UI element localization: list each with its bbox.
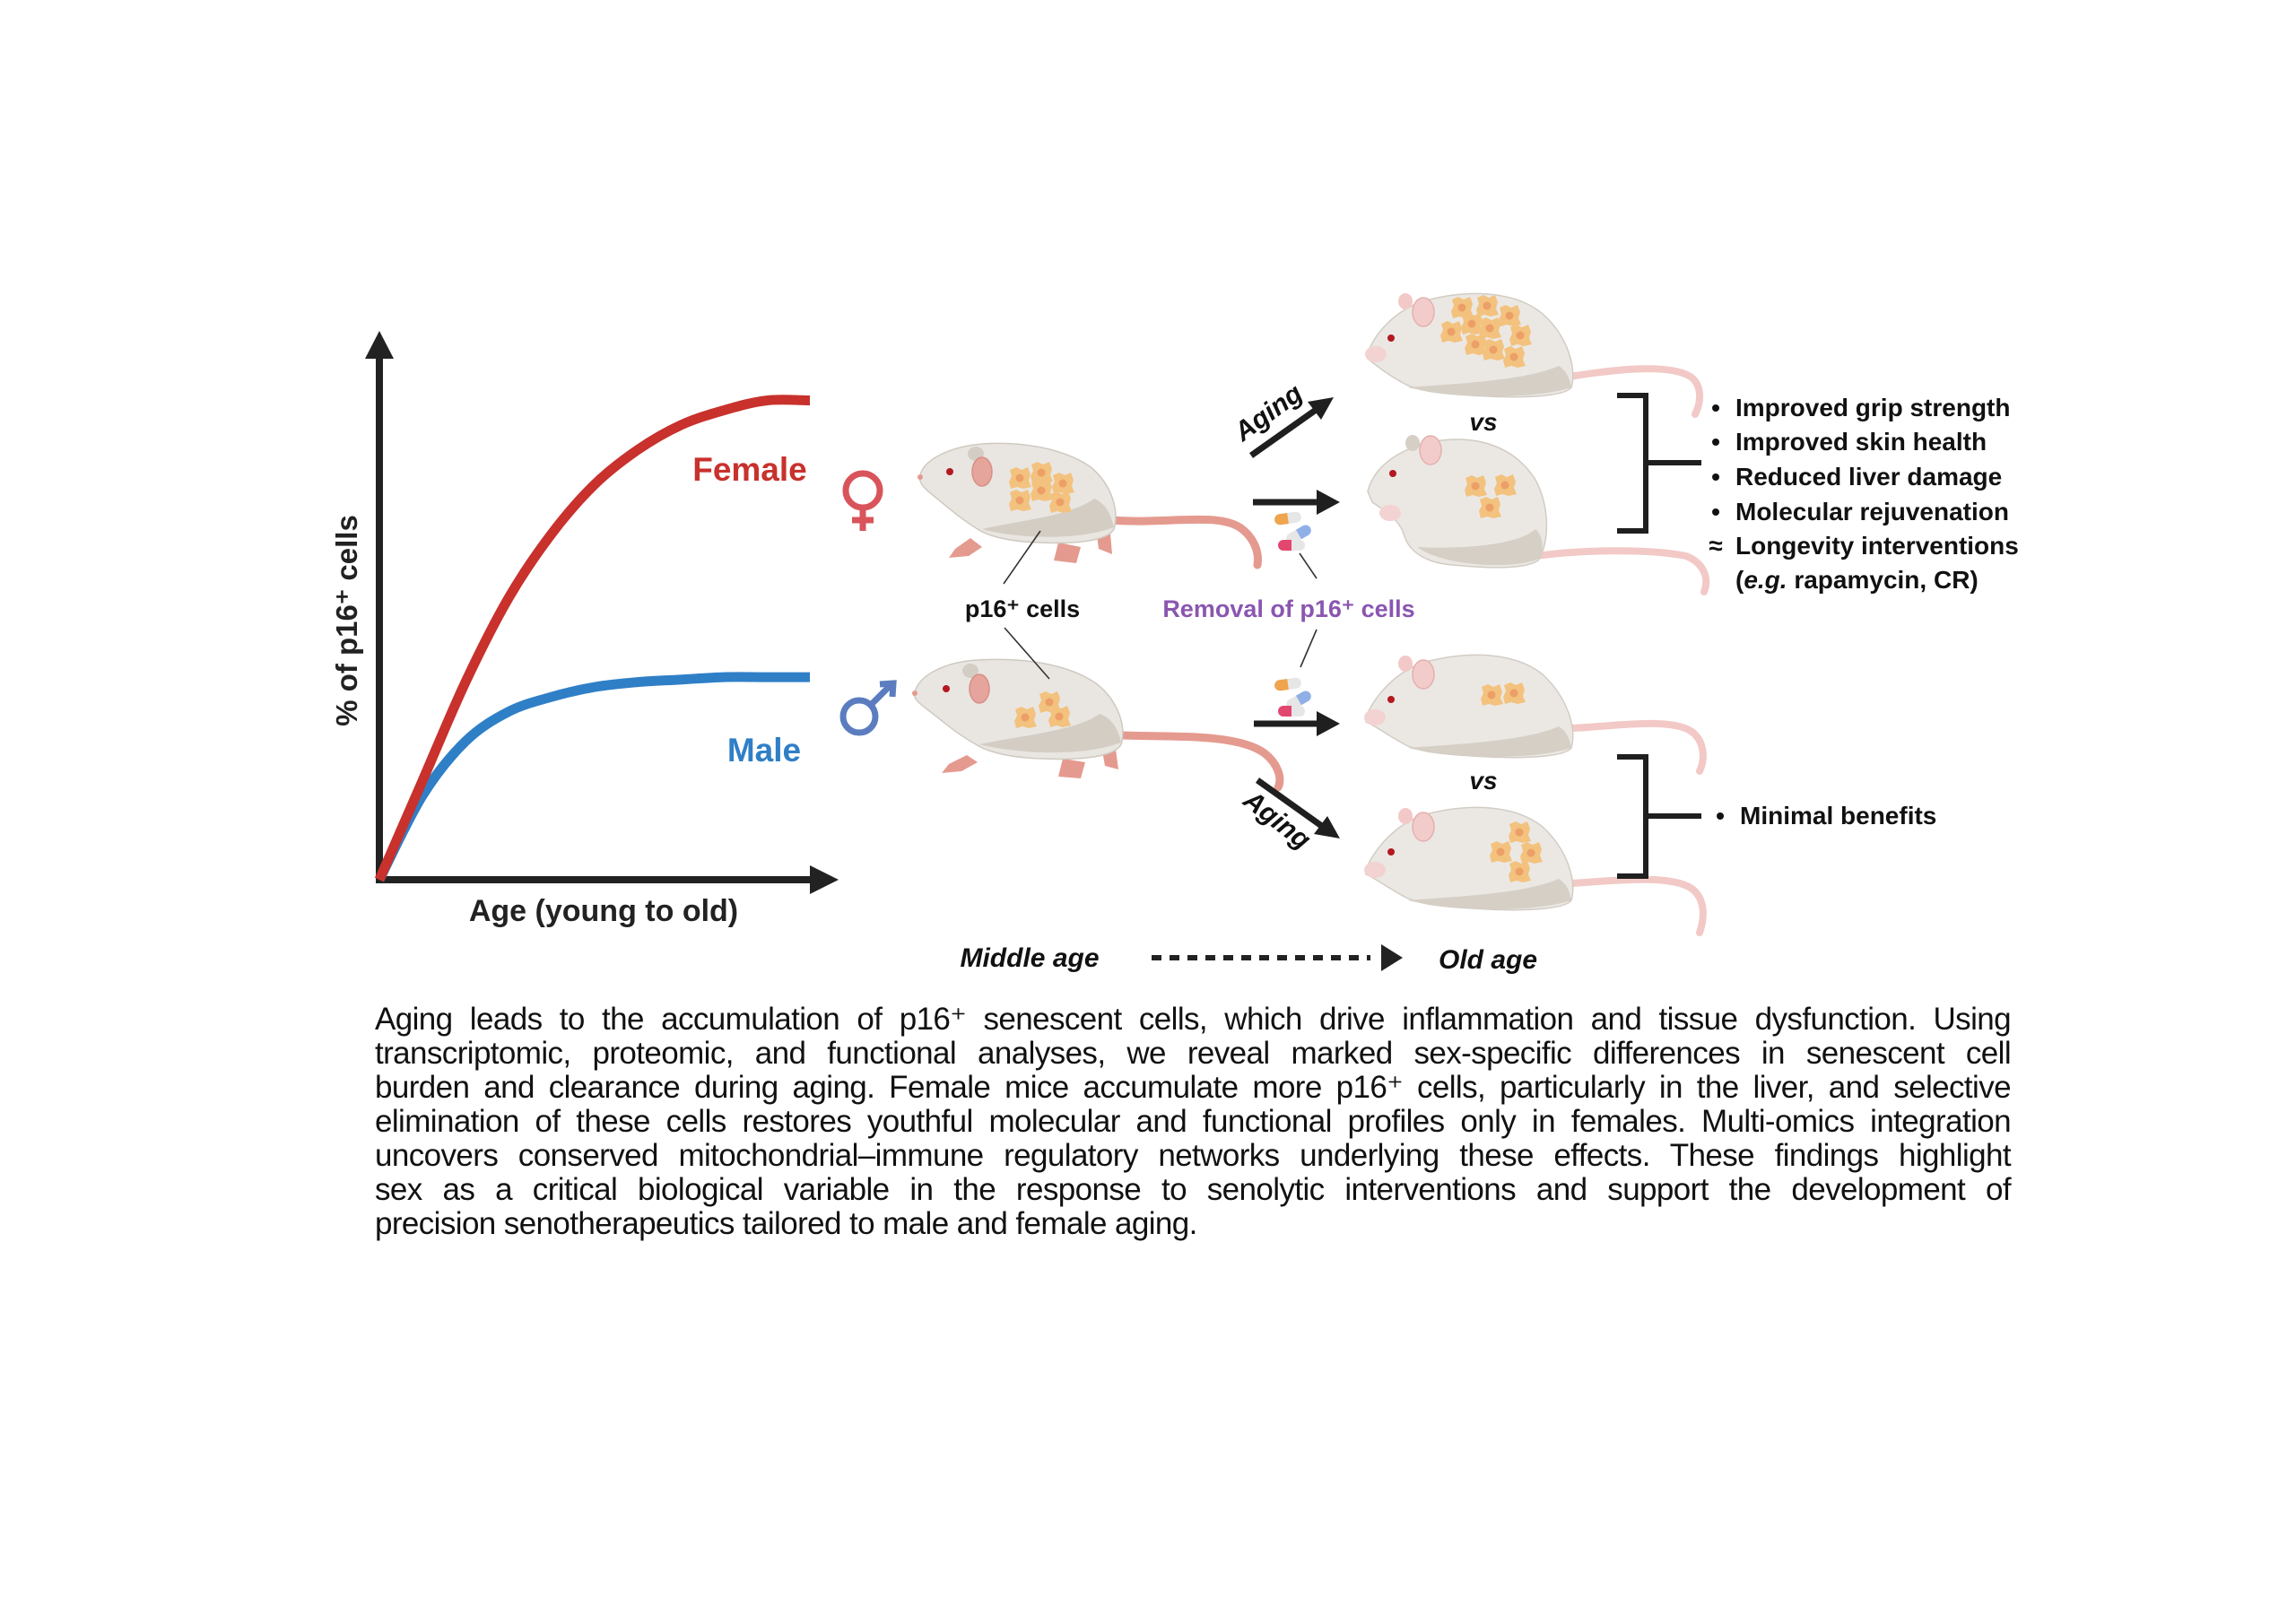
- bullet-icon: •: [1711, 428, 1720, 456]
- male-symbol-icon: [839, 680, 897, 736]
- abstract-line: Aging leads to the accumulation of p16⁺ …: [375, 1002, 2012, 1037]
- female-aging-label: Aging: [1229, 378, 1309, 447]
- female-aging-arrow: [1248, 397, 1334, 458]
- female-vs-label: vs: [1469, 408, 1497, 436]
- p16-cells-label: p16⁺ cells: [965, 595, 1080, 622]
- abstract-line: elimination of these cells restores yout…: [375, 1104, 2012, 1139]
- benefit-text: Improved skin health: [1735, 428, 1987, 456]
- male-senolytic-pills-icon: [1274, 676, 1313, 717]
- female-series-label: Female: [692, 451, 807, 488]
- male-middle-aged-mouse: [912, 658, 1284, 792]
- x-axis-arrowhead: [810, 865, 839, 894]
- abstract-line: precision senotherapeutics tailored to m…: [375, 1206, 1197, 1241]
- x-axis-label: Age (young to old): [469, 894, 738, 928]
- male-old-treated-mouse: [1364, 654, 1707, 775]
- abstract-line: burden and clearance during aging. Femal…: [375, 1070, 2012, 1105]
- female-treatment-arrow: [1253, 490, 1340, 515]
- female-old-untreated-mouse: [1365, 292, 1703, 418]
- abstract-line: sex as a critical biological variable in…: [375, 1172, 2012, 1207]
- bullet-icon: •: [1711, 394, 1720, 421]
- approx-icon: ≈: [1709, 532, 1723, 560]
- timeline-end-label: Old age: [1439, 945, 1537, 975]
- leader-lines: [1003, 530, 1318, 680]
- male-treatment-arrow: [1254, 711, 1340, 736]
- abstract-line: uncovers conserved mitochondrial–immune …: [375, 1138, 2012, 1173]
- female-middle-aged-mouse: [918, 442, 1262, 569]
- bullet-icon: •: [1716, 802, 1725, 830]
- abstract-line: transcriptomic, proteomic, and functiona…: [375, 1036, 2012, 1071]
- removal-of-p16-cells-label: Removal of p16⁺ cells: [1162, 595, 1414, 622]
- abstract-paragraph: Aging leads to the accumulation of p16⁺ …: [375, 1002, 2012, 1241]
- bullet-icon: •: [1711, 463, 1720, 491]
- y-axis-label: % of p16⁺ cells: [330, 515, 363, 726]
- timeline-start-label: Middle age: [960, 943, 1099, 973]
- male-aging-arrow: [1255, 777, 1340, 838]
- timeline-dashed-arrow: [1152, 944, 1403, 971]
- female-old-treated-mouse: [1367, 435, 1710, 595]
- y-axis-arrowhead: [365, 331, 394, 359]
- female-comparison-bracket: [1617, 393, 1701, 534]
- male-comparison-bracket: [1617, 754, 1701, 879]
- benefit-text: Longevity interventions: [1735, 532, 2019, 560]
- male-vs-label: vs: [1469, 767, 1497, 795]
- benefit-text: Molecular rejuvenation: [1735, 498, 2009, 526]
- female-curve: [374, 395, 811, 882]
- benefit-text: Minimal benefits: [1740, 802, 1937, 830]
- benefit-text: Reduced liver damage: [1735, 463, 2003, 491]
- line-chart: Female Male % of p16⁺ cells Age (young t…: [330, 331, 897, 928]
- bullet-icon: •: [1711, 498, 1720, 526]
- female-senolytic-pills-icon: [1274, 510, 1313, 551]
- benefit-note-text: (e.g. rapamycin, CR): [1735, 566, 1979, 594]
- male-curve: [375, 672, 810, 882]
- female-symbol-icon: [842, 470, 883, 531]
- male-old-untreated-mouse: [1364, 806, 1707, 936]
- male-series-label: Male: [727, 732, 801, 769]
- benefit-text: Improved grip strength: [1735, 394, 2011, 421]
